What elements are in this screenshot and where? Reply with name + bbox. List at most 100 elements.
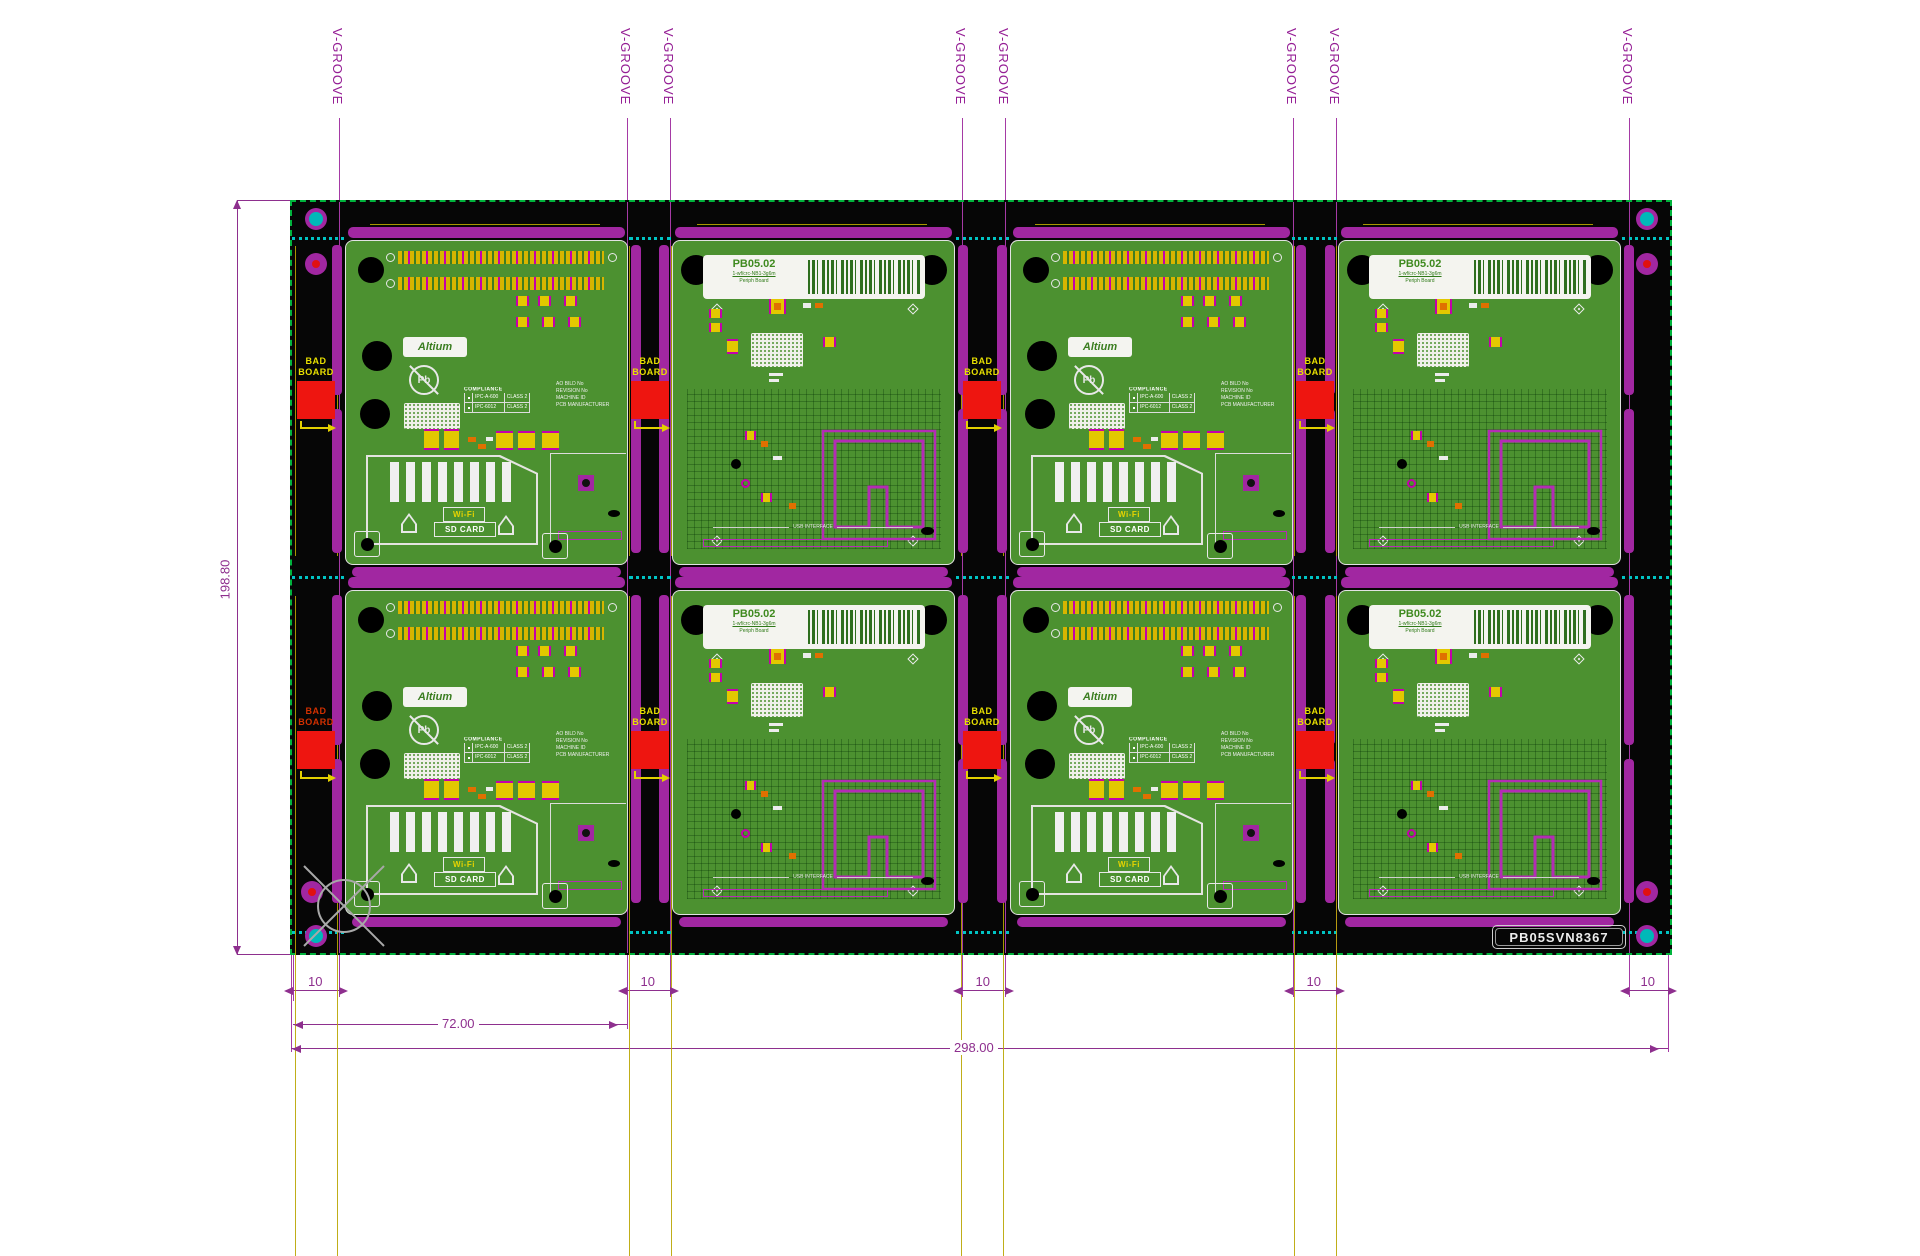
dim-line-10 — [1629, 990, 1668, 991]
mounting-hole — [1023, 257, 1049, 283]
route-tab-right — [958, 409, 968, 553]
test-pad-ring — [386, 603, 395, 612]
resistor — [774, 303, 781, 310]
silkscreen-text-mark — [769, 379, 779, 382]
panel-id-inner-frame — [1495, 928, 1623, 946]
dim-line-198 — [237, 200, 238, 955]
fiducial-center — [308, 888, 316, 896]
board-label-strip: PB05.02 1-wf/crc-NB1-3g6m Periph Board — [703, 255, 925, 299]
interface-label-row: USB INTERFACE — [713, 874, 914, 880]
silkscreen-text-mark — [1435, 729, 1445, 732]
smd-pad — [1181, 646, 1194, 656]
fab-info-block: AO BILD No REVISION No MACHINE ID PCB MA… — [1221, 731, 1293, 759]
compliance-class: CLASS 2 — [1171, 404, 1193, 410]
sdcard-connector-pins — [390, 462, 511, 502]
mount-pad — [1019, 881, 1045, 907]
arrow-head — [1327, 774, 1335, 782]
capacitor — [496, 431, 513, 450]
arrow-shaft — [300, 771, 302, 779]
resistor — [486, 787, 493, 791]
capacitor — [1207, 431, 1224, 450]
part-subtitle2: Periph Board — [1405, 278, 1435, 284]
via-hole — [731, 459, 741, 469]
smd-pad — [1233, 317, 1246, 327]
gold-finger-row — [1063, 601, 1269, 614]
compliance-standard: IPC-A-600 — [473, 393, 505, 402]
bad-board-arrow-icon — [294, 769, 338, 785]
smd-pad — [1229, 646, 1242, 656]
fab-dim-line — [295, 246, 296, 556]
route-tab-top — [1341, 227, 1618, 238]
sdcard-label-text: SD CARD — [445, 525, 485, 534]
silkscreen-divider — [550, 453, 551, 549]
mounting-hole — [360, 399, 390, 429]
fiducial — [1636, 253, 1658, 275]
arrow-shaft — [300, 777, 328, 779]
compliance-row: IPC-A-600 CLASS 2 — [1129, 743, 1195, 753]
wifi-label: Wi-Fi — [1108, 507, 1150, 522]
arrow-shaft — [966, 421, 968, 429]
part-subtitle: 1-wf/crc-NB1-3g6m — [1398, 271, 1442, 277]
mouse-bite-dots — [1622, 576, 1669, 579]
route-tab-top — [1013, 577, 1290, 588]
silkscreen-divider — [550, 803, 551, 899]
resistor — [773, 806, 782, 810]
silkscreen-dash — [1379, 526, 1456, 528]
compliance-standard: IPC-A-600 — [1138, 393, 1170, 402]
fab-dim-line — [337, 596, 338, 1256]
ic-silkscreen-block — [1069, 753, 1125, 779]
route-tab-right — [958, 595, 968, 745]
fab-dim-line — [1336, 596, 1337, 1256]
test-pad-ring — [608, 603, 617, 612]
fab-dim-line — [629, 246, 630, 556]
dim-arrow — [1620, 987, 1629, 995]
fiducial-diamond-icon — [907, 303, 919, 315]
v-groove-leader — [670, 118, 671, 200]
bad-board-arrow-icon — [628, 769, 672, 785]
compliance-row: IPC-A-600 CLASS 2 — [464, 393, 530, 403]
board-pb05-peripheral: PB05.02 1-wf/crc-NB1-3g6m Periph Board — [659, 227, 968, 577]
arrow-shaft — [966, 771, 968, 779]
resistor — [761, 441, 768, 447]
resistor — [478, 794, 486, 799]
arrow-head — [662, 774, 670, 782]
dim-arrow — [294, 1021, 303, 1029]
bad-board-square — [963, 731, 1001, 769]
route-tab-bottom — [1345, 567, 1614, 577]
compliance-title: COMPLIANCE — [464, 737, 503, 743]
board-wifi-sdcard: Altium Pb COMPLIANCE IPC-A-600 CLASS 2 I… — [997, 227, 1306, 577]
capacitor — [444, 779, 459, 800]
interface-label-row: USB INTERFACE — [1379, 524, 1580, 530]
smd-pad — [709, 323, 722, 332]
rf-pad — [578, 475, 594, 491]
route-tab-bottom — [352, 917, 621, 927]
route-tab-right — [1296, 759, 1306, 903]
dim-extension-line — [1293, 955, 1294, 997]
sdcard-label: SD CARD — [434, 522, 496, 537]
capacitor — [496, 781, 513, 800]
silkscreen-divider — [1215, 453, 1216, 549]
ic-silkscreen-block — [404, 753, 460, 779]
route-tab-bottom — [679, 917, 948, 927]
fab-info-line: PCB MANUFACTURER — [556, 402, 610, 408]
compliance-bullet — [465, 393, 473, 402]
route-tab-bottom — [679, 567, 948, 577]
fab-info-line: AO BILD No — [1221, 381, 1249, 387]
test-pad-ring — [1051, 279, 1060, 288]
v-groove-label: V-GROOVE — [1327, 28, 1342, 106]
smd-pad — [709, 673, 722, 682]
smd-pad — [1427, 493, 1438, 502]
dim-arrow — [284, 987, 293, 995]
route-tab-left — [659, 759, 669, 903]
edge-connector-outline — [703, 539, 888, 547]
resistor — [815, 653, 823, 658]
board-wifi-sdcard: Altium Pb COMPLIANCE IPC-A-600 CLASS 2 I… — [332, 227, 641, 577]
route-tab-left — [997, 759, 1007, 903]
dim-label-198: 198.80 — [215, 559, 235, 600]
via-ring — [1407, 829, 1416, 838]
v-groove-label: V-GROOVE — [661, 28, 676, 106]
compliance-title: COMPLIANCE — [464, 387, 503, 393]
sdcard-connector-pins — [1055, 812, 1176, 852]
capacitor — [542, 781, 559, 800]
